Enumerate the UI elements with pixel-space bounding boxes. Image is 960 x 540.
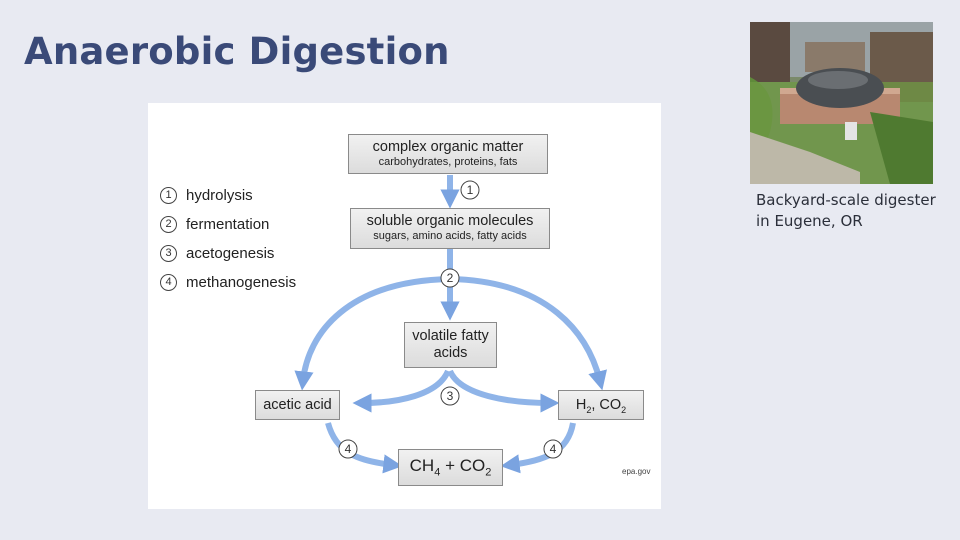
legend-label: fermentation <box>186 216 270 233</box>
box-soluble-main: soluble organic molecules <box>366 213 534 229</box>
arrow-soluble-to-acetic <box>294 276 451 391</box>
step-badge-3: 3 <box>440 386 460 406</box>
box-complex-sub: carbohydrates, proteins, fats <box>378 156 518 168</box>
photo-caption: Backyard-scale digester in Eugene, OR <box>756 190 956 232</box>
step-badge-1-text: 1 <box>467 183 474 197</box>
process-legend: 1 hydrolysis 2 fermentation 3 acetogenes… <box>160 181 296 297</box>
legend-number: 4 <box>160 274 177 291</box>
box-h2-co2: H2, CO2 <box>558 390 644 420</box>
image-credit: epa.gov <box>622 467 651 476</box>
photo-caption-line-1: Backyard-scale digester <box>756 191 936 209</box>
digester-photo <box>750 22 933 184</box>
step-badge-3-text: 3 <box>447 389 454 403</box>
anaerobic-digestion-diagram: 1 2 3 4 4 1 hydrolysis 2 <box>148 103 661 509</box>
digester-photo-illustration <box>750 22 933 184</box>
step-badge-4-left-text: 4 <box>345 442 352 456</box>
box-acetic-main: acetic acid <box>263 397 332 413</box>
step-badge-4-right: 4 <box>543 439 563 459</box>
step-badge-4-left: 4 <box>338 439 358 459</box>
step-badge-4-right-text: 4 <box>550 442 557 456</box>
legend-item: 3 acetogenesis <box>160 239 296 268</box>
box-soluble-organic-molecules: soluble organic molecules sugars, amino … <box>350 208 550 249</box>
box-soluble-sub: sugars, amino acids, fatty acids <box>373 230 527 242</box>
slide-title: Anaerobic Digestion <box>24 30 450 73</box>
legend-label: hydrolysis <box>186 187 253 204</box>
arrow-h2-to-ch4 <box>500 422 576 474</box>
arrow-vfa-to-acetic <box>352 369 451 413</box>
box-h2-co2-formula: H2, CO2 <box>575 397 627 415</box>
box-ch4-co2-formula: CH4 + CO2 <box>409 456 492 479</box>
step-badge-2: 2 <box>440 268 460 288</box>
legend-label: methanogenesis <box>186 274 297 291</box>
diagram-arrows: 1 2 3 4 4 <box>294 175 607 474</box>
box-acetic-acid: acetic acid <box>255 390 340 420</box>
arrow-soluble-to-h2 <box>449 276 607 391</box>
legend-item: 2 fermentation <box>160 210 296 239</box>
box-complex-organic-matter: complex organic matter carbohydrates, pr… <box>348 134 548 174</box>
box-complex-main: complex organic matter <box>372 139 524 155</box>
legend-item: 1 hydrolysis <box>160 181 296 210</box>
box-vfa-main: volatile fatty acids <box>412 328 489 361</box>
legend-number: 3 <box>160 245 177 262</box>
legend-item: 4 methanogenesis <box>160 268 296 297</box>
legend-number: 1 <box>160 187 177 204</box>
legend-number: 2 <box>160 216 177 233</box>
arrow-acetic-to-ch4 <box>325 422 403 474</box>
step-badge-1: 1 <box>460 180 480 200</box>
legend-label: acetogenesis <box>186 245 275 262</box>
arrow-vfa-to-h2 <box>447 369 560 413</box>
box-ch4-co2: CH4 + CO2 <box>398 449 503 486</box>
photo-caption-line-2: in Eugene, OR <box>756 212 863 230</box>
box-volatile-fatty-acids: volatile fatty acids <box>404 322 497 368</box>
step-badge-2-text: 2 <box>447 271 454 285</box>
